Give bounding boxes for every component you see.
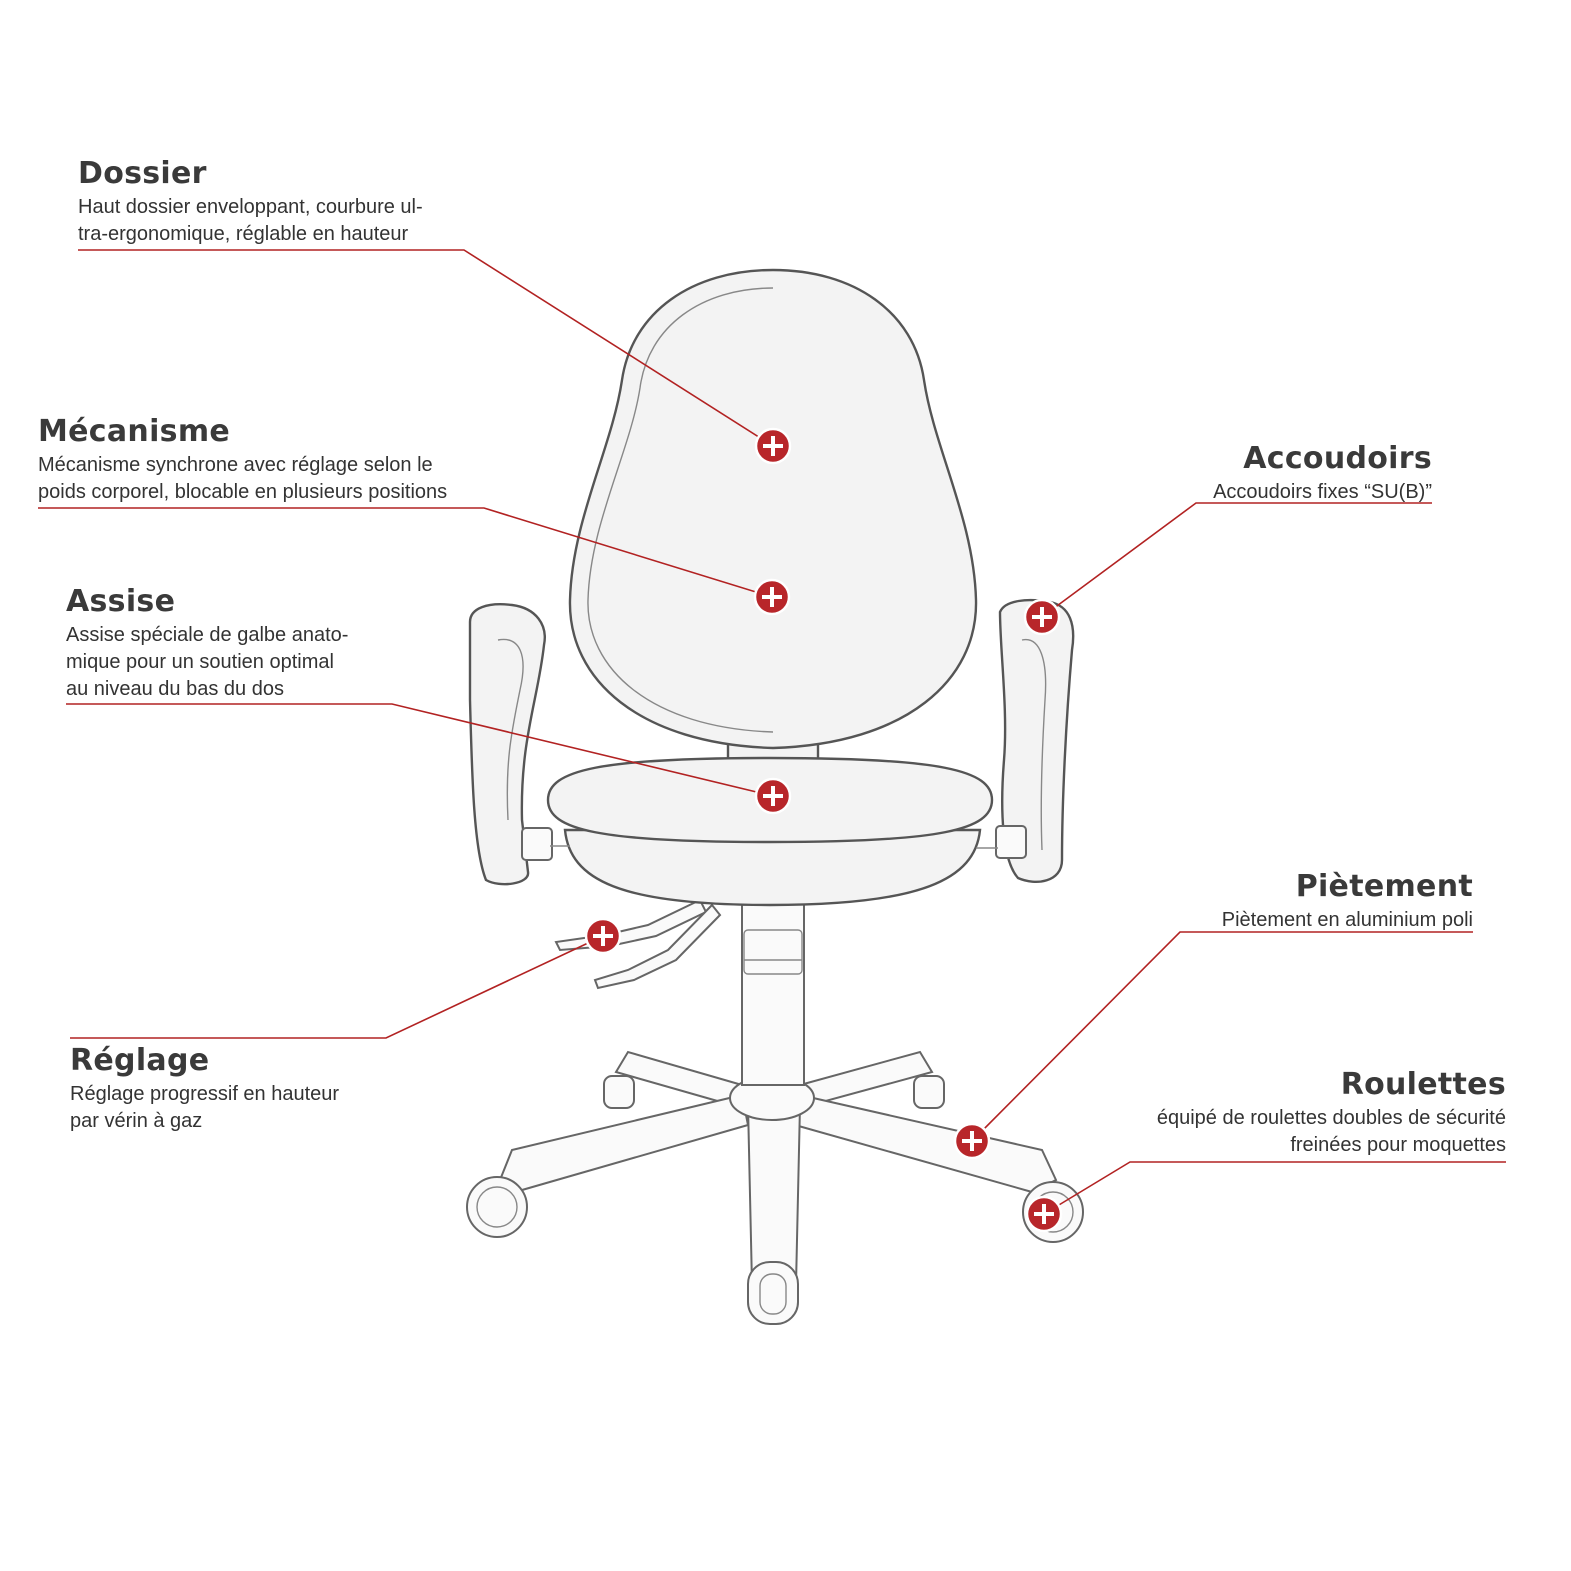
armrest-left <box>468 603 570 886</box>
gas-cylinder <box>741 899 805 1086</box>
label-assise-description: Assise spéciale de galbe anato- mique po… <box>66 624 349 700</box>
hotspot-roulettes[interactable] <box>1025 1195 1063 1233</box>
label-dossier-title: Dossier <box>78 156 207 191</box>
hotspot-assise[interactable] <box>754 777 792 815</box>
leader-line-assise <box>66 703 774 797</box>
seat <box>546 733 994 907</box>
caster-front-center <box>747 1261 799 1325</box>
label-dossier: Dossier Haut dossier enveloppant, courbu… <box>78 156 498 248</box>
label-accoudoirs: Accoudoirs Accoudoirs fixes “SU(B)” <box>1132 441 1432 506</box>
hotspot-accoudoirs[interactable] <box>1023 598 1061 636</box>
label-reglage-title: Réglage <box>70 1043 210 1078</box>
hotspot-reglage[interactable] <box>584 917 622 955</box>
leader-line-mecanisme <box>38 507 773 598</box>
label-roulettes: Roulettes équipé de roulettes doubles de… <box>1086 1067 1506 1159</box>
label-mecanisme: Mécanisme Mécanisme synchrone avec régla… <box>38 414 518 506</box>
label-roulettes-title: Roulettes <box>1340 1067 1506 1102</box>
star-base <box>498 1050 1058 1286</box>
rear-caster-right <box>913 1075 945 1109</box>
hotspot-dossier[interactable] <box>754 427 792 465</box>
label-accoudoirs-description: Accoudoirs fixes “SU(B)” <box>1213 481 1432 503</box>
label-pietement-description: Piètement en aluminium poli <box>1221 909 1473 931</box>
leader-line-dossier <box>78 249 774 447</box>
backrest <box>568 268 978 750</box>
rear-caster-left <box>603 1075 635 1109</box>
adjustment-levers <box>554 898 722 990</box>
label-reglage-description: Réglage progressif en hauteur par vérin … <box>70 1083 340 1132</box>
label-mecanisme-title: Mécanisme <box>38 414 231 449</box>
plus-icon <box>762 587 782 607</box>
hotspot-mecanisme[interactable] <box>753 578 791 616</box>
caster-front-left <box>466 1176 528 1238</box>
plus-icon <box>1032 607 1052 627</box>
hotspot-pietement[interactable] <box>953 1122 991 1160</box>
leader-line-accoudoirs <box>1041 502 1432 618</box>
leader-line-reglage <box>70 935 604 1039</box>
label-reglage: Réglage Réglage progressif en hauteur pa… <box>70 1043 430 1135</box>
label-pietement: Piètement Piètement en aluminium poli <box>1133 869 1473 934</box>
plus-icon <box>593 926 613 946</box>
leader-line-roulettes <box>1043 1161 1506 1215</box>
leader-lines <box>38 249 1506 1215</box>
leader-line-pietement <box>971 931 1473 1142</box>
label-assise: Assise Assise spéciale de galbe anato- m… <box>66 584 426 703</box>
label-mecanisme-description: Mécanisme synchrone avec réglage selon l… <box>38 454 448 503</box>
plus-icon <box>962 1131 982 1151</box>
label-accoudoirs-title: Accoudoirs <box>1243 441 1432 476</box>
plus-icon <box>763 786 783 806</box>
label-pietement-title: Piètement <box>1295 869 1473 904</box>
label-dossier-description: Haut dossier enveloppant, courbure ul- t… <box>78 196 423 245</box>
label-roulettes-description: équipé de roulettes doubles de sécurité … <box>1156 1107 1506 1156</box>
label-assise-title: Assise <box>66 584 176 619</box>
plus-icon <box>1034 1204 1054 1224</box>
armrest-right <box>976 598 1075 883</box>
plus-icon <box>763 436 783 456</box>
